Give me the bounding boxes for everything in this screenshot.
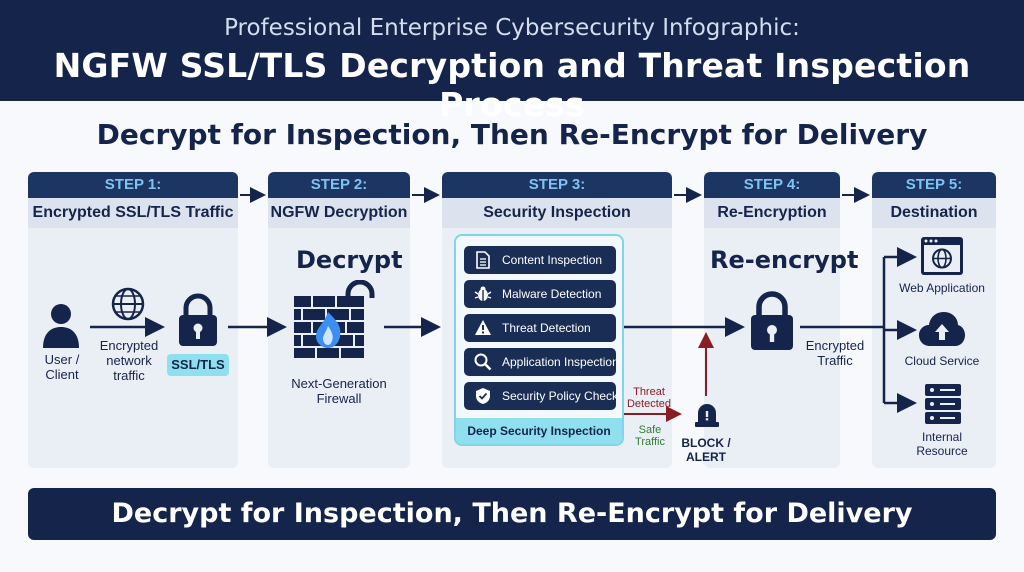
malware-detection-item: Malware Detection (464, 280, 616, 308)
internal-resource-label: Internal Resource (916, 430, 968, 458)
content-inspection-item: Content Inspection (464, 246, 616, 274)
firewall-icon (292, 279, 388, 365)
magnifier-icon (474, 353, 492, 371)
padlock-icon (176, 292, 220, 353)
encrypted-network-traffic-label: Encrypted network traffic (99, 338, 159, 383)
check-label: Malware Detection (502, 287, 602, 301)
step-2-title: NGFW Decryption (268, 198, 410, 228)
check-label: Threat Detection (502, 321, 591, 335)
decrypt-heading: Decrypt (296, 246, 403, 274)
threat-detected-label: Threat Detected (626, 386, 672, 410)
bug-icon (474, 286, 492, 301)
deep-security-inspection-label: Deep Security Inspection (456, 418, 622, 444)
document-icon (476, 251, 490, 269)
threat-detection-item: Threat Detection (464, 314, 616, 342)
security-policy-check-item: Security Policy Check (464, 382, 619, 410)
step-1-number: STEP 1: (28, 172, 238, 198)
step-3-title: Security Inspection (442, 198, 672, 228)
step-3-number: STEP 3: (442, 172, 672, 198)
header-title: NGFW SSL/TLS Decryption and Threat Inspe… (53, 46, 971, 124)
check-label: Security Policy Check (502, 389, 619, 403)
step-2-number: STEP 2: (268, 172, 410, 198)
browser-globe-icon (920, 236, 964, 281)
header-banner: Professional Enterprise Cybersecurity In… (0, 0, 1024, 124)
application-inspection-item: Application Inspection (464, 348, 619, 376)
check-label: Content Inspection (502, 253, 603, 267)
step-4-number: STEP 4: (704, 172, 840, 198)
web-application-label: Web Application (899, 281, 985, 295)
tagline: Decrypt for Inspection, Then Re-Encrypt … (96, 118, 928, 151)
user-icon (42, 302, 80, 353)
safe-traffic-label: Safe Traffic (635, 424, 665, 448)
ngfw-label: Next-Generation Firewall (291, 376, 387, 406)
server-icon (924, 383, 962, 430)
footer-banner: Decrypt for Inspection, Then Re-Encrypt … (28, 488, 996, 540)
globe-icon (110, 286, 146, 327)
cloud-service-label: Cloud Service (904, 354, 980, 368)
header-subtitle: Professional Enterprise Cybersecurity In… (224, 15, 800, 41)
re-encrypt-heading: Re-encrypt (710, 246, 859, 274)
step-1-title: Encrypted SSL/TLS Traffic (28, 198, 238, 228)
step-5-number: STEP 5: (872, 172, 996, 198)
user-client-label: User / Client (44, 352, 80, 382)
cloud-upload-icon (918, 310, 966, 353)
inspection-panel: Content Inspection Malware Detection Thr… (454, 234, 624, 446)
warning-icon (475, 320, 491, 335)
encrypted-traffic-label: Encrypted Traffic (805, 338, 865, 368)
step-4-title: Re-Encryption (704, 198, 840, 228)
ssl-tls-badge: SSL/TLS (167, 354, 229, 376)
step-5-title: Destination (872, 198, 996, 228)
alarm-icon (694, 400, 720, 433)
check-label: Application Inspection (502, 355, 619, 369)
block-alert-label: BLOCK / ALERT (681, 436, 731, 464)
shield-check-icon (476, 388, 490, 404)
padlock-icon (748, 290, 796, 357)
